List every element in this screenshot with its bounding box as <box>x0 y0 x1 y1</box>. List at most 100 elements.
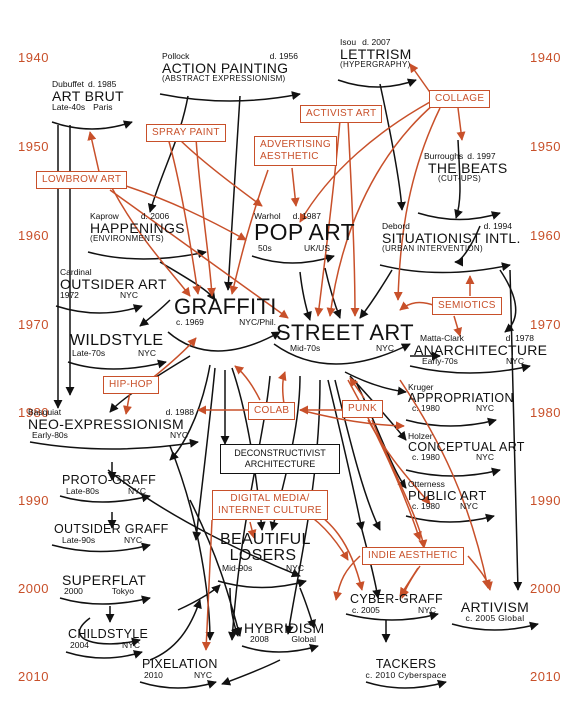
node-tackers: TACKERS c. 2010 Cyberspace <box>364 658 448 679</box>
year-label-right: 1960 <box>530 228 561 243</box>
era: Mid-90s <box>222 563 253 573</box>
tag-punk: PUNK <box>342 400 383 418</box>
movement-subtitle: (HYPERGRAPHY) <box>340 59 411 69</box>
movement-title: ARTIVISM <box>460 599 530 615</box>
year-label-right: 2000 <box>530 581 561 596</box>
box-line: ARCHITECTURE <box>244 458 316 469</box>
place: Tokyo <box>111 586 134 596</box>
movement-title: CHILDSTYLE <box>68 627 149 641</box>
movement-title: POP ART <box>254 218 355 245</box>
artist-name: Otterness <box>408 479 445 489</box>
year-label-left: 1980 <box>18 405 49 420</box>
era: 50s <box>258 242 272 253</box>
movement-title: NEO-EXPRESSIONISM <box>28 415 185 432</box>
movement-title: HYBRIDISM <box>244 620 325 636</box>
movement-title: PROTO-GRAFF <box>62 473 157 487</box>
artist-name: Pollock <box>162 51 190 61</box>
era: Late-40s <box>52 101 86 112</box>
year-label-left: 1940 <box>18 50 49 65</box>
year-label-right: 1950 <box>530 139 561 154</box>
movement-title: ART BRUT <box>52 87 124 104</box>
death-year: d. 1997 <box>467 151 496 161</box>
movement-title: PIXELATION <box>142 657 218 671</box>
place: Global <box>291 634 316 644</box>
place: NYC <box>128 485 146 496</box>
movement-title: CONCEPTUAL ART <box>408 439 525 454</box>
era: c. 1980 <box>412 452 440 462</box>
era: 2008 <box>250 634 269 644</box>
movement-title: CYBER-GRAFF <box>350 592 443 606</box>
artist-name: Holzer <box>408 431 433 441</box>
era: 1972 <box>60 289 79 300</box>
movement-title: PUBLIC ART <box>408 487 487 503</box>
era: c. 1980 <box>412 500 440 511</box>
tag-lowbrow-art: LOWBROW ART <box>36 171 128 189</box>
node-artivism: ARTIVISM c. 2005 Global <box>452 600 538 623</box>
tag-activist-art: ACTIVIST ART <box>300 105 383 123</box>
era: c. 2005 Global <box>465 613 525 623</box>
place: Paris <box>93 101 113 112</box>
movement-title: THE BEATS <box>428 159 508 176</box>
place: NYC <box>418 604 436 615</box>
artist-name: Isou <box>340 37 357 47</box>
era: Early-80s <box>32 429 68 440</box>
year-label-left: 1970 <box>18 317 49 332</box>
tag-collage: COLLAGE <box>429 90 491 108</box>
place: NYC <box>376 343 394 353</box>
movement-title: HAPPENINGS <box>90 219 185 236</box>
year-label-right: 1980 <box>530 405 561 420</box>
place: NYC <box>476 403 494 413</box>
tag-advertising-aesthetic: ADVERTISING AESTHETIC <box>254 136 337 166</box>
death-year: d. 1987 <box>292 211 321 221</box>
death-year: d. 1988 <box>165 407 194 417</box>
artist-name: Burroughs <box>424 151 464 161</box>
tag-semiotics: SEMIOTICS <box>432 297 502 315</box>
year-label-right: 1990 <box>530 493 561 508</box>
place: NYC <box>286 563 304 573</box>
death-year: d. 1994 <box>483 221 512 231</box>
movement-title: SUPERFLAT <box>62 572 147 588</box>
year-label-left: 2010 <box>18 669 49 684</box>
movement-title: ANARCHITECTURE <box>414 341 548 358</box>
box-deconstructivist-architecture: DECONSTRUCTIVIST ARCHITECTURE <box>220 444 340 474</box>
movement-subtitle: (CUT-UPS) <box>438 173 482 183</box>
era: 2000 <box>64 586 83 596</box>
movement-title: SITUATIONIST INTL. <box>382 229 521 246</box>
era: c. 2010 Cyberspace <box>365 669 447 680</box>
movement-title: APPROPRIATION <box>408 390 514 405</box>
movement-title-line-2: LOSERS <box>229 547 297 564</box>
movement-subtitle: (ENVIRONMENTS) <box>90 233 164 243</box>
artist-name: Matta-Clark <box>420 333 464 343</box>
year-label-left: 1990 <box>18 493 49 508</box>
place: NYC/Phil. <box>239 317 276 327</box>
place: NYC <box>170 429 188 440</box>
death-year: d. 2006 <box>140 211 170 221</box>
artist-name: Warhol <box>254 211 281 221</box>
place: NYC <box>122 639 140 650</box>
year-label-left: 2000 <box>18 581 49 596</box>
era: 2004 <box>70 639 89 650</box>
place: NYC <box>124 534 142 545</box>
movement-title: WILDSTYLE <box>70 332 164 349</box>
tag-hip-hop: HIP-HOP <box>103 376 159 394</box>
artist-name: Dubuffet <box>52 79 84 89</box>
place: NYC <box>194 669 212 680</box>
movement-title: OUTSIDER GRAFF <box>54 522 169 536</box>
tag-spray-paint: SPRAY PAINT <box>146 124 226 142</box>
movement-title: GRAFFITI <box>174 294 277 319</box>
place: NYC <box>138 348 156 358</box>
